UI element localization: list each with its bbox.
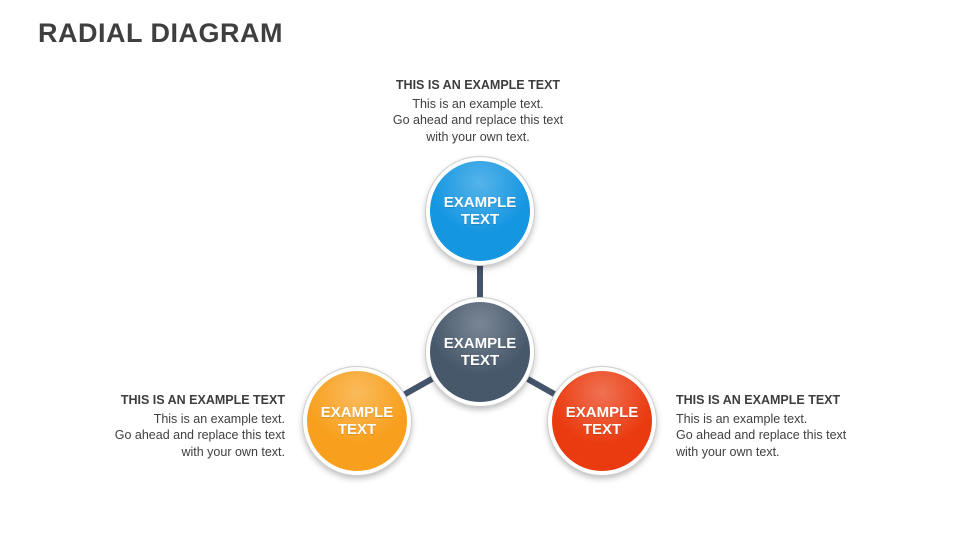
text-block-line: Go ahead and replace this text [114,428,285,442]
node-circle-left: EXAMPLE TEXT [303,367,411,475]
text-block-right: THIS IS AN EXAMPLE TEXT This is an examp… [676,392,901,460]
text-block-line: This is an example text. [412,96,544,111]
text-block-line: with your own text. [426,129,530,144]
text-block-line: with your own text. [181,444,285,459]
slide-title: RADIAL DIAGRAM [38,18,283,48]
text-block-line: Go ahead and replace this text [676,428,847,442]
node-circle-right: EXAMPLE TEXT [548,367,656,475]
node-label-top: EXAMPLE TEXT [443,193,517,228]
text-block-heading: THIS IS AN EXAMPLE TEXT [120,393,285,407]
text-block-heading: THIS IS AN EXAMPLE TEXT [395,78,561,92]
text-block-line: with your own text. [676,444,780,459]
text-block-line: Go ahead and replace this text [392,113,564,127]
node-label-left: EXAMPLE TEXT [320,403,394,438]
node-circle-top: EXAMPLE TEXT [426,157,534,265]
text-block-top: THIS IS AN EXAMPLE TEXT This is an examp… [358,77,598,145]
node-label-right: EXAMPLE TEXT [565,403,639,438]
text-block-left: THIS IS AN EXAMPLE TEXT This is an examp… [60,392,285,460]
connector-line-top [477,211,483,352]
text-block-line: This is an example text. [676,411,808,426]
text-block-heading: THIS IS AN EXAMPLE TEXT [676,393,841,407]
node-label-center: EXAMPLE TEXT [443,334,517,369]
text-block-line: This is an example text. [153,411,285,426]
node-circle-center: EXAMPLE TEXT [426,298,534,406]
